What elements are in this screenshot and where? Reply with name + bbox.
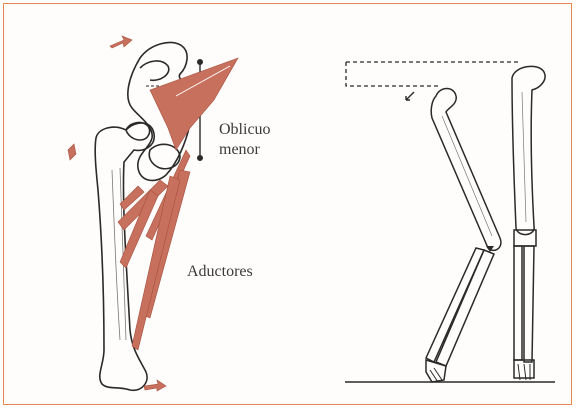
- arrow-top-left-icon: [110, 36, 132, 48]
- motion-arrow-icon: [406, 92, 414, 100]
- arrow-bottom-icon: [144, 380, 166, 391]
- label-oblique-line2: menor: [219, 140, 260, 159]
- straight-leg-tibia: [514, 246, 522, 360]
- muscle-group: [68, 36, 238, 391]
- level-dashed-box: [346, 62, 520, 86]
- straight-leg-femur: [512, 66, 545, 234]
- arrow-left-icon: [68, 144, 76, 160]
- label-adductors: Aductores: [187, 262, 253, 281]
- bent-leg-tibia: [436, 250, 494, 366]
- femur-head: [126, 123, 150, 140]
- right-leg-diagram: [345, 62, 555, 382]
- bent-leg-femur: [431, 89, 501, 251]
- ilium-crest: [140, 61, 169, 80]
- label-oblique-line1: Oblicuo: [219, 120, 271, 139]
